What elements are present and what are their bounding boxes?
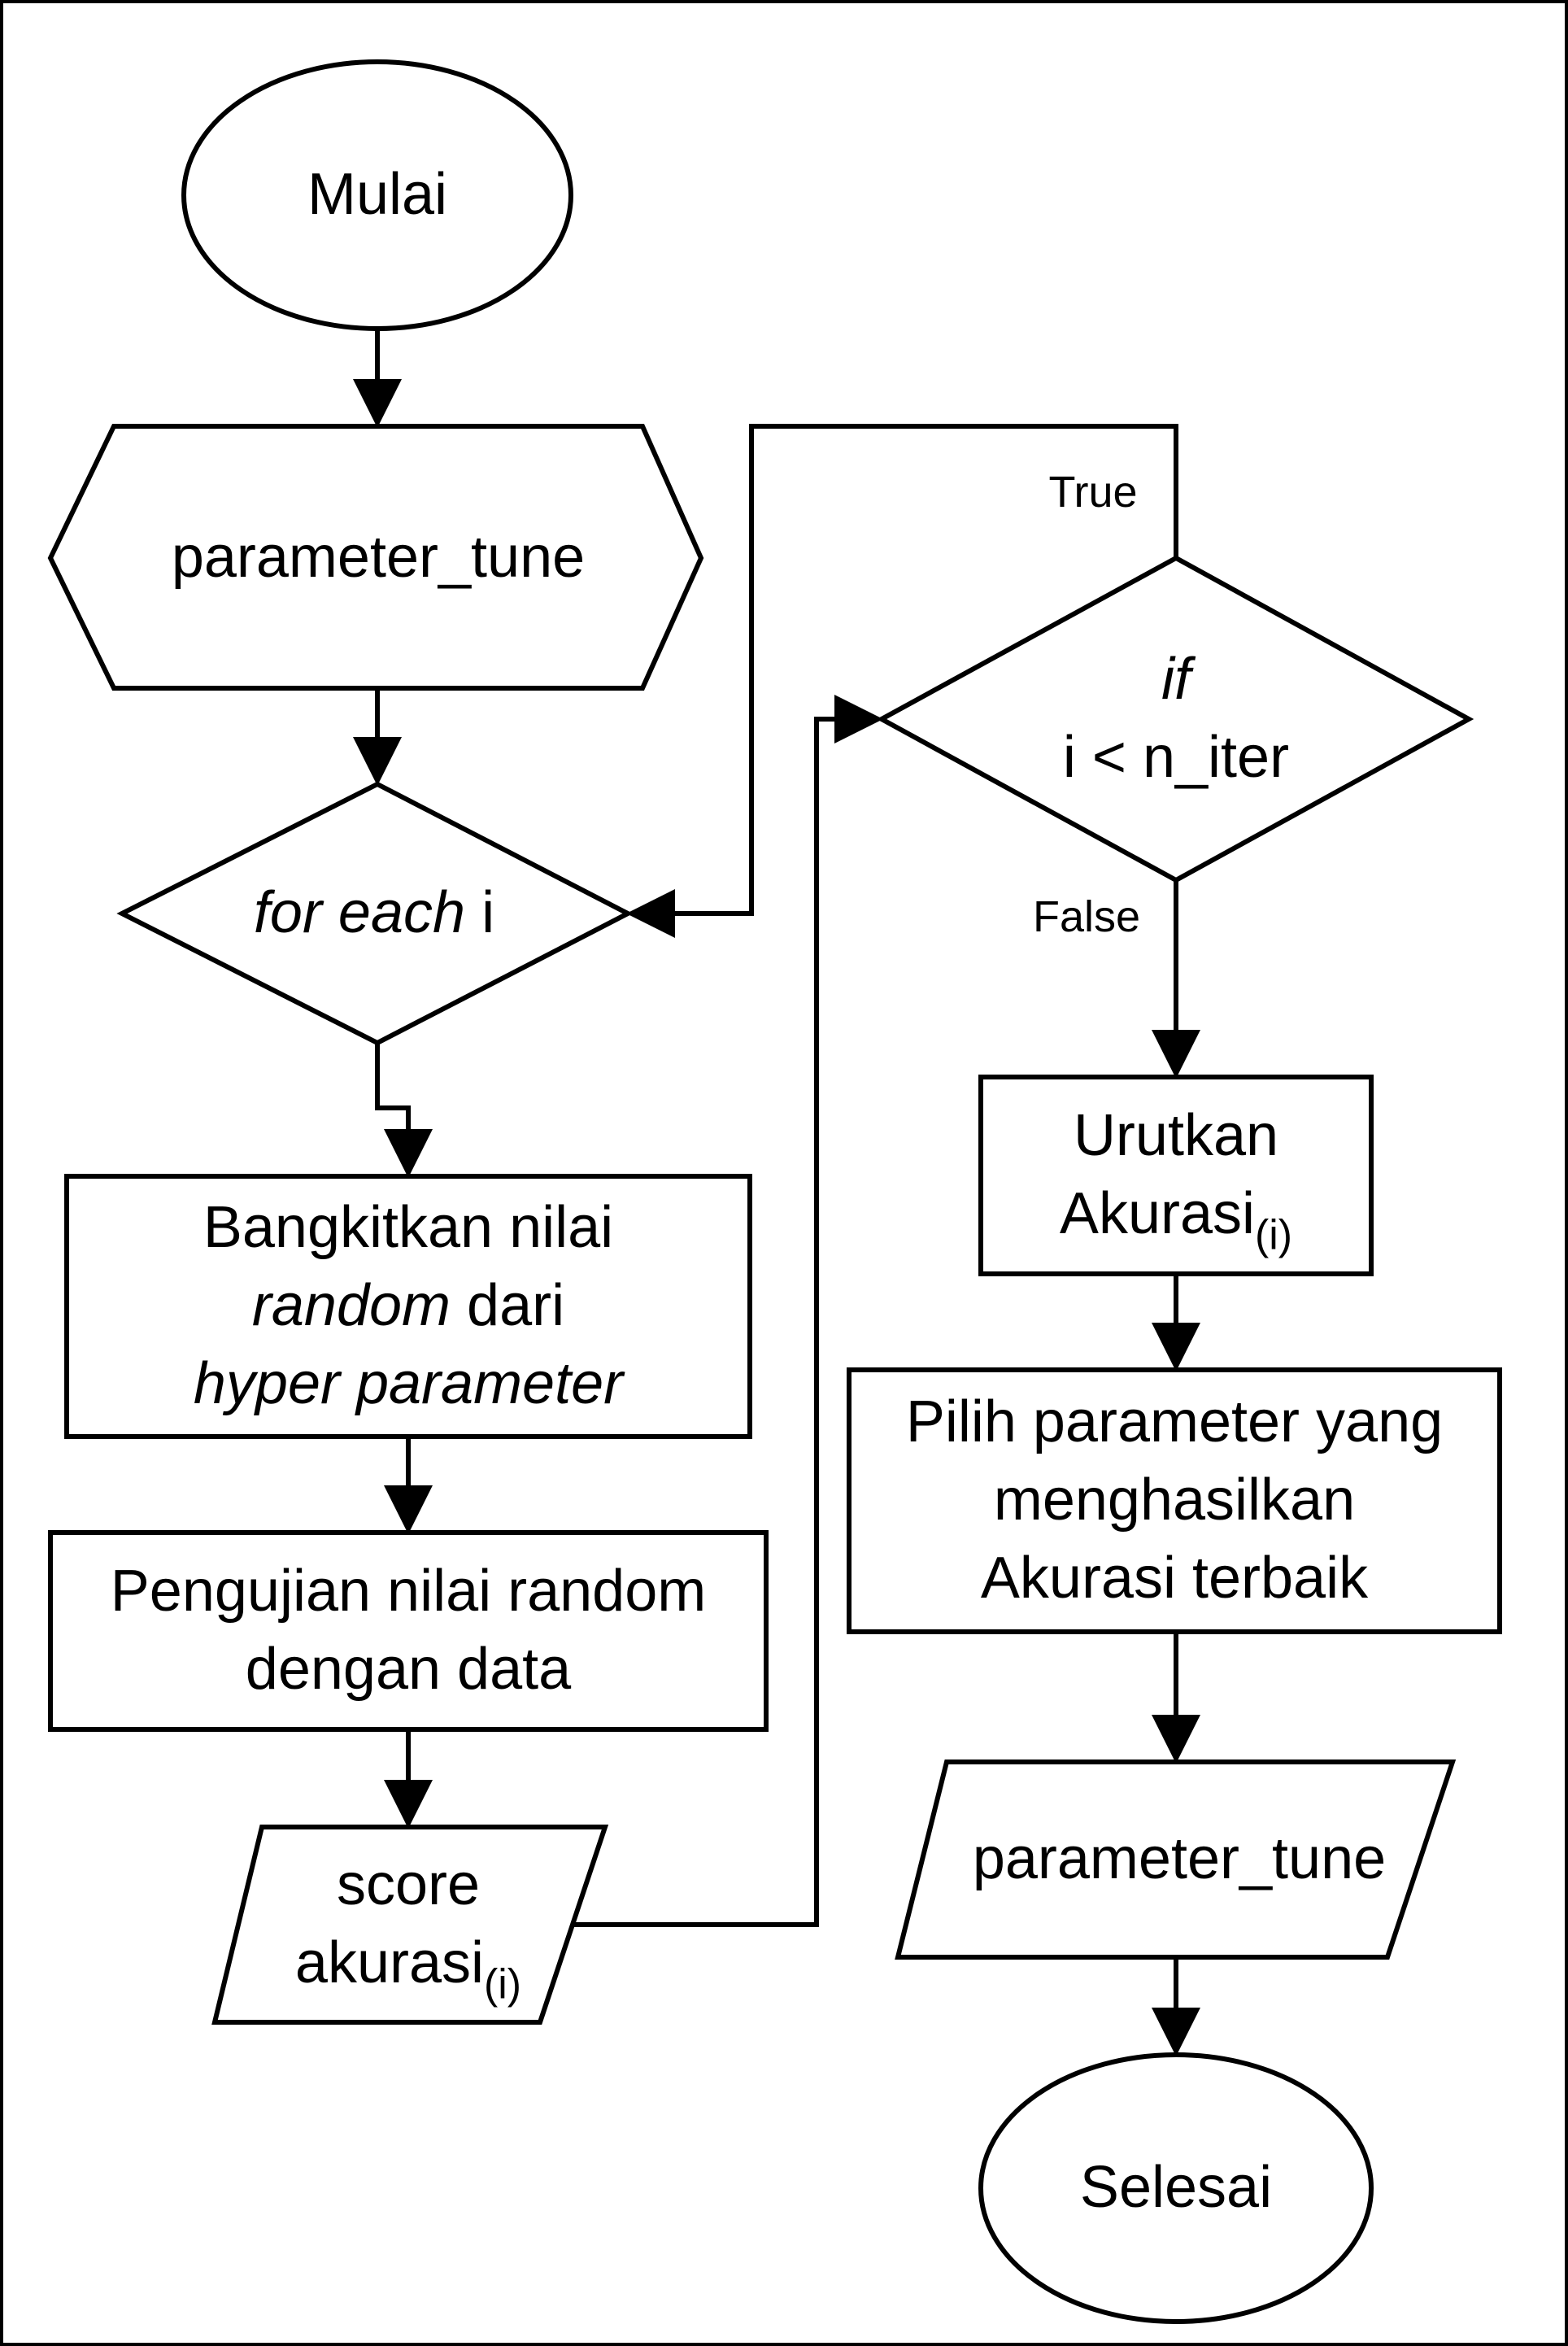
select-process xyxy=(847,1367,1502,1634)
generate-label: Bangkitkan nilai random dari hyper param… xyxy=(67,1176,750,1437)
generate-process xyxy=(64,1174,752,1439)
sort-subscript: (i) xyxy=(1255,1210,1293,1258)
test-label: Pengujian nilai random dengan data xyxy=(50,1533,766,1729)
arrow-decision-true-to-loop xyxy=(626,424,1178,938)
output-parallelogram xyxy=(895,1760,1457,1960)
decision-line1: if xyxy=(1161,647,1191,713)
edge-false-label: False xyxy=(1005,885,1168,950)
input-hexagon xyxy=(47,424,704,691)
loop-var: i xyxy=(481,880,495,946)
loop-text-line: for each i xyxy=(254,874,494,953)
test-process xyxy=(48,1530,769,1732)
generate-line3: hyper parameter xyxy=(193,1350,624,1416)
select-line2: menghasilkan xyxy=(993,1467,1356,1533)
sort-line1: Urutkan xyxy=(1073,1103,1279,1169)
score-line1: score xyxy=(336,1852,481,1918)
score-akurasi: akurasi xyxy=(294,1930,485,1995)
loop-prefix: for each xyxy=(253,880,466,946)
select-line1: Pilih parameter yang xyxy=(905,1389,1444,1455)
score-line2: akurasi(i) xyxy=(294,1925,521,2005)
sort-process xyxy=(978,1075,1374,1276)
select-line3: Akurasi terbaik xyxy=(980,1545,1369,1611)
edge-true-text: True xyxy=(1048,468,1138,517)
decision-line2: i < n_iter xyxy=(1062,725,1290,790)
end-label: Selesai xyxy=(981,2139,1371,2237)
score-label: score akurasi(i) xyxy=(246,1827,571,2022)
input-label: parameter_tune xyxy=(114,509,642,607)
sort-line2: Akurasi(i) xyxy=(1059,1175,1292,1256)
edge-false-text: False xyxy=(1032,892,1141,942)
edge-true-label: True xyxy=(1012,460,1174,525)
input-param-text: parameter_tune xyxy=(171,525,586,591)
output-param-text: parameter_tune xyxy=(972,1826,1387,1892)
sort-akurasi: Akurasi xyxy=(1059,1181,1256,1246)
decision-label: if i < n_iter xyxy=(965,626,1387,812)
end-text: Selesai xyxy=(1079,2155,1273,2221)
loop-label: for each i xyxy=(179,865,569,962)
start-label: Mulai xyxy=(184,146,571,244)
generate-random-word: random xyxy=(251,1273,451,1339)
test-line1: Pengujian nilai random xyxy=(110,1559,707,1624)
score-parallelogram xyxy=(211,1825,609,2025)
generate-line2: random dari xyxy=(252,1267,564,1345)
select-label: Pilih parameter yang menghasilkan Akuras… xyxy=(849,1370,1500,1632)
start-text: Mulai xyxy=(307,162,448,228)
score-subscript: (i) xyxy=(484,1960,522,2008)
output-label: parameter_tune xyxy=(927,1811,1431,1908)
sort-label: Urutkan Akurasi(i) xyxy=(981,1077,1371,1274)
test-line2: dengan data xyxy=(245,1637,572,1702)
generate-line2-rest: dari xyxy=(467,1273,565,1339)
arrow-score-to-decision xyxy=(573,695,883,1927)
generate-line1: Bangkitkan nilai xyxy=(203,1195,614,1261)
arrow-loop-to-generate xyxy=(375,1043,433,1178)
